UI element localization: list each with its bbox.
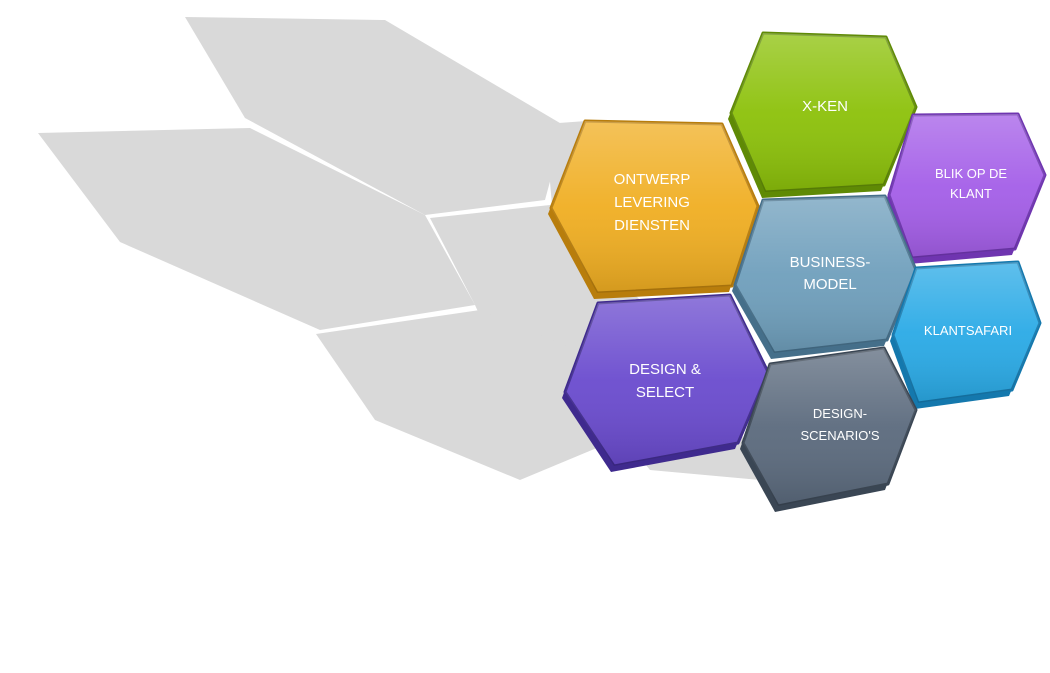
hexagon-label-line: BUSINESS- <box>790 254 871 271</box>
shadow-hex <box>316 310 640 480</box>
hexagon-gloss <box>565 295 768 466</box>
hexagon-label-line: DESIGN- <box>813 406 867 421</box>
hexagon-label-line: DIENSTEN <box>614 217 690 234</box>
hexagon-x-ken: X-KEN <box>728 31 918 198</box>
hexagon-gloss <box>735 196 916 353</box>
hexagon-gloss <box>551 121 758 293</box>
hexagon-label-line: KLANTSAFARI <box>924 323 1012 338</box>
shadow-hex <box>38 128 475 330</box>
hexagon-label-line: KLANT <box>950 186 992 201</box>
hexagon-design-scenarios: DESIGN- SCENARIO'S <box>740 346 918 512</box>
hexagon-ontwerp: ONTWERP LEVERING DIENSTEN <box>548 119 760 299</box>
hexagon-gloss <box>731 33 916 192</box>
hexagon-label-line: SELECT <box>636 384 694 401</box>
hexagon-label-line: BLIK OP DE <box>935 166 1007 181</box>
hexagon-label-line: MODEL <box>803 276 856 293</box>
hexagon-klantsafari: KLANTSAFARI <box>890 260 1042 409</box>
hexagon-label-line: LEVERING <box>614 194 690 211</box>
shadow-hex <box>185 17 565 215</box>
hexagon-gloss <box>889 114 1045 258</box>
hexagon-label-line: X-KEN <box>802 98 848 115</box>
hexagon-business-model: BUSINESS- MODEL <box>732 194 918 359</box>
shadow-group <box>38 17 760 480</box>
hexagon-label-line: SCENARIO'S <box>800 428 879 443</box>
hexagon-label-line: DESIGN & <box>629 361 701 378</box>
hexagon-gloss <box>743 348 916 506</box>
hexagon-label-line: ONTWERP <box>614 171 691 188</box>
hexagon-gloss <box>893 262 1040 403</box>
hexagon-blik-op-de-klant: BLIK OP DE KLANT <box>886 112 1047 264</box>
hexagon-design-select: DESIGN & SELECT <box>562 293 770 472</box>
